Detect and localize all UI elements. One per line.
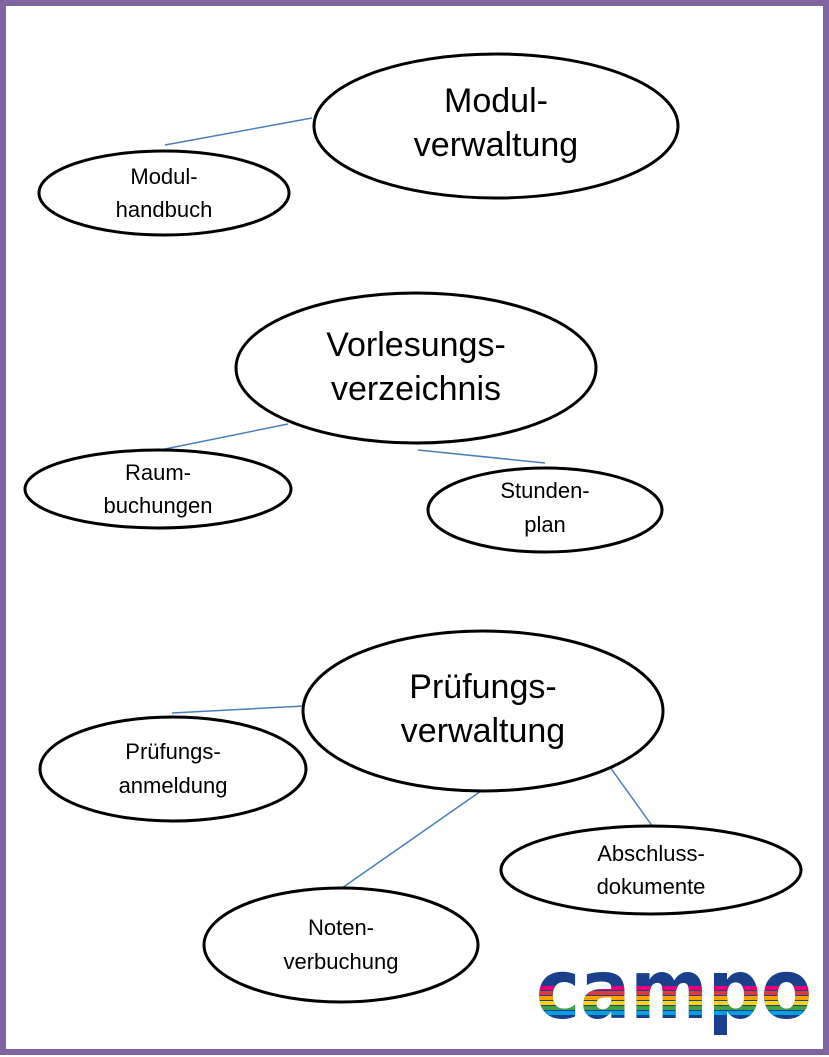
node-notenverbuchung-line1: Noten- (308, 915, 374, 940)
node-stundenplan: Stunden- plan (426, 466, 664, 554)
node-modulhandbuch-line1: Modul- (130, 164, 197, 189)
node-stundenplan-ellipse (426, 466, 664, 554)
node-modulverwaltung-line2: verwaltung (414, 126, 578, 164)
node-raumbuchungen: Raum- buchungen (23, 448, 293, 530)
node-pruefungsanmeldung: Prüfungs- anmeldung (38, 715, 308, 823)
connector-vorlesungsverzeichnis-raumbuchungen (159, 423, 289, 451)
connectors (159, 117, 654, 889)
node-pruefungsverwaltung-line2: verwaltung (401, 712, 565, 750)
node-pruefungsanmeldung-line1: Prüfungs- (125, 739, 220, 764)
node-modulverwaltung: Modul- verwaltung (312, 52, 680, 200)
node-modulhandbuch: Modul- handbuch (37, 149, 291, 237)
campo-logo-stripe (536, 996, 812, 1000)
node-abschlussdokumente: Abschluss- dokumente (499, 824, 803, 916)
node-stundenplan-line2: plan (524, 512, 566, 537)
node-modulhandbuch-ellipse (37, 149, 291, 237)
node-notenverbuchung-ellipse (202, 886, 480, 1004)
connector-vorlesungsverzeichnis-stundenplan (417, 449, 546, 464)
connector-modulverwaltung-modulhandbuch (164, 117, 313, 146)
node-raumbuchungen-line1: Raum- (125, 460, 191, 485)
campo-logo-stripe (536, 1011, 812, 1015)
campo-logo-stripe (536, 991, 812, 995)
node-pruefungsverwaltung: Prüfungs- verwaltung (301, 629, 665, 793)
node-pruefungsverwaltung-ellipse (301, 629, 665, 793)
node-vorlesungsverzeichnis-line1: Vorlesungs- (326, 326, 506, 364)
connector-pruefungsverwaltung-abschlussdokumente (609, 766, 654, 828)
node-vorlesungsverzeichnis-ellipse (234, 291, 598, 445)
node-abschlussdokumente-line1: Abschluss- (597, 841, 705, 866)
node-notenverbuchung: Noten- verbuchung (202, 886, 480, 1004)
node-raumbuchungen-line2: buchungen (104, 493, 213, 518)
campo-logo-stripe (536, 986, 812, 990)
campo-logo-stripes (536, 986, 812, 1015)
node-pruefungsanmeldung-line2: anmeldung (119, 773, 228, 798)
node-modulverwaltung-line1: Modul- (444, 82, 548, 120)
node-vorlesungsverzeichnis-line2: verzeichnis (331, 370, 501, 408)
campo-logo-stripe (536, 1001, 812, 1005)
node-pruefungsverwaltung-line1: Prüfungs- (409, 668, 556, 706)
campo-logo-stripe (536, 1006, 812, 1010)
campo-logo-wordmark: campo (536, 943, 812, 1038)
node-stundenplan-line1: Stunden- (500, 478, 589, 503)
node-vorlesungsverzeichnis: Vorlesungs- verzeichnis (234, 291, 598, 445)
node-modulhandbuch-line2: handbuch (116, 197, 213, 222)
node-pruefungsanmeldung-ellipse (38, 715, 308, 823)
node-abschlussdokumente-ellipse (499, 824, 803, 916)
node-notenverbuchung-line2: verbuchung (284, 949, 399, 974)
campo-logo: campo (536, 943, 812, 1038)
node-modulverwaltung-ellipse (312, 52, 680, 200)
connector-pruefungsverwaltung-pruefungsanmeldung (171, 705, 305, 714)
node-abschlussdokumente-line2: dokumente (597, 874, 706, 899)
node-raumbuchungen-ellipse (23, 448, 293, 530)
connector-pruefungsverwaltung-notenverbuchung (341, 790, 482, 889)
